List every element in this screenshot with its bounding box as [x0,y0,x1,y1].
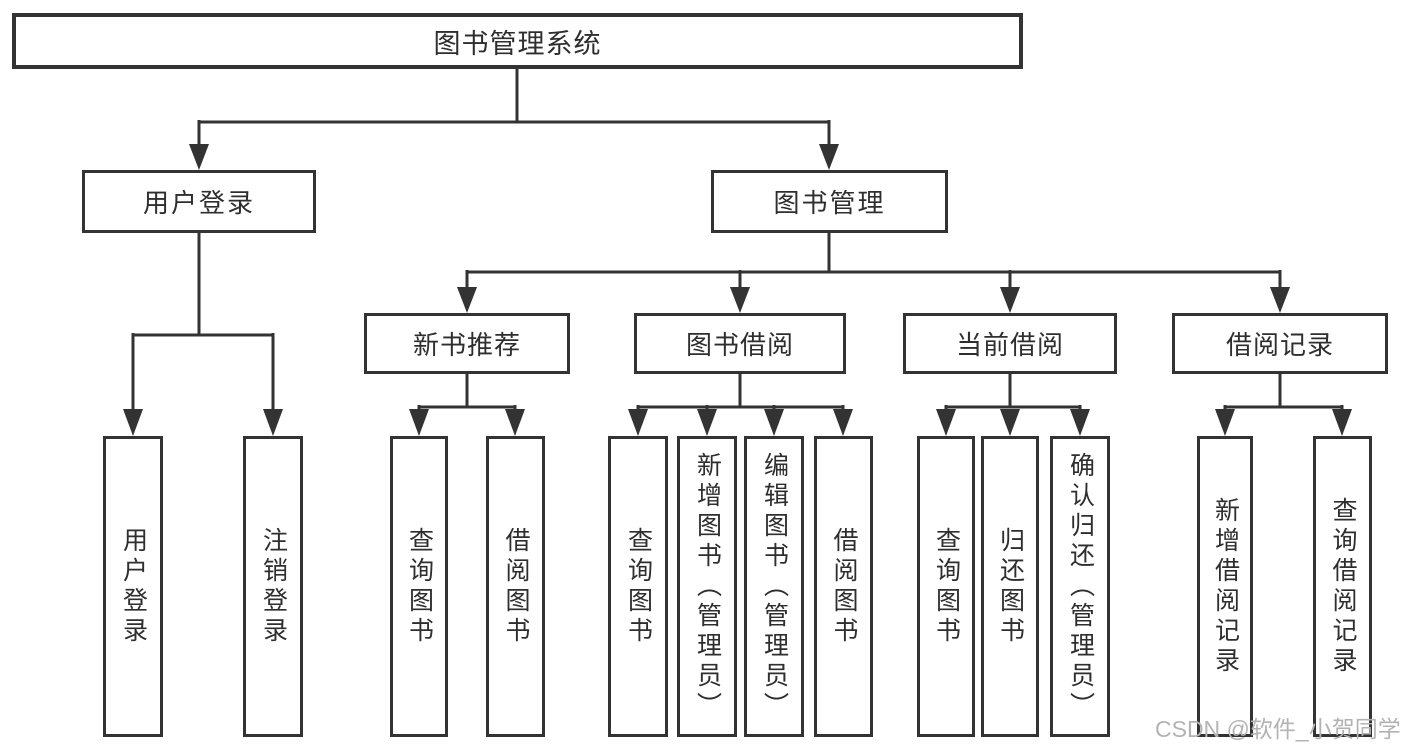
connector-user-login-to-children [123,233,283,436]
arrowhead-icon [1332,409,1352,436]
arrowhead-icon [457,287,477,313]
connector-new-book-to-children [409,374,525,436]
arrowhead-icon [1000,409,1020,436]
arrowhead-icon [628,409,648,436]
leaf-confirm-return-admin: 确认归还（管理员） [1050,436,1110,737]
node-book-borrowing: 图书借阅 [634,313,846,374]
arrowhead-icon [1070,409,1090,436]
connector-current-borrow-to-children [936,374,1090,436]
arrowhead-icon [819,144,839,170]
leaf-return-books: 归还图书 [981,436,1039,737]
node-library-management-system: 图书管理系统 [12,13,1023,69]
leaf-query-books-2: 查询图书 [608,436,668,737]
leaf-user-login: 用户登录 [103,436,163,737]
connector-borrow-record-to-children [1215,374,1352,436]
leaf-borrow-books-2: 借阅图书 [814,436,873,737]
arrowhead-icon [1215,409,1235,436]
leaf-query-borrow-record: 查询借阅记录 [1313,436,1372,737]
leaf-query-books-3: 查询图书 [917,436,975,737]
arrowhead-icon [833,409,853,436]
connector-book-borrow-to-children [628,374,853,436]
node-borrowing-records: 借阅记录 [1172,313,1388,374]
arrowhead-icon [1270,287,1290,313]
node-current-borrowing: 当前借阅 [903,313,1117,374]
arrowhead-icon [697,409,717,436]
arrowhead-icon [123,409,143,436]
node-user-login: 用户登录 [82,170,316,233]
connector-root-to-level2 [189,69,839,170]
leaf-query-books-1: 查询图书 [390,436,448,737]
leaf-edit-books-admin: 编辑图书（管理员） [744,436,804,737]
connector-book-mgmt-to-level3 [457,233,1290,313]
arrowhead-icon [1000,287,1020,313]
leaf-add-borrow-record: 新增借阅记录 [1197,436,1253,737]
arrowhead-icon [409,409,429,436]
arrowhead-icon [189,144,209,170]
watermark: CSDN @软件_小贺同学 [1155,716,1401,742]
leaf-add-books-admin: 新增图书（管理员） [677,436,737,737]
node-new-book-recommendation: 新书推荐 [364,313,570,374]
leaf-logout: 注销登录 [243,436,303,737]
node-book-management: 图书管理 [711,170,948,233]
arrowhead-icon [936,409,956,436]
leaf-borrow-books-1: 借阅图书 [486,436,545,737]
arrowhead-icon [730,287,750,313]
arrowhead-icon [505,409,525,436]
arrowhead-icon [263,409,283,436]
arrowhead-icon [764,409,784,436]
